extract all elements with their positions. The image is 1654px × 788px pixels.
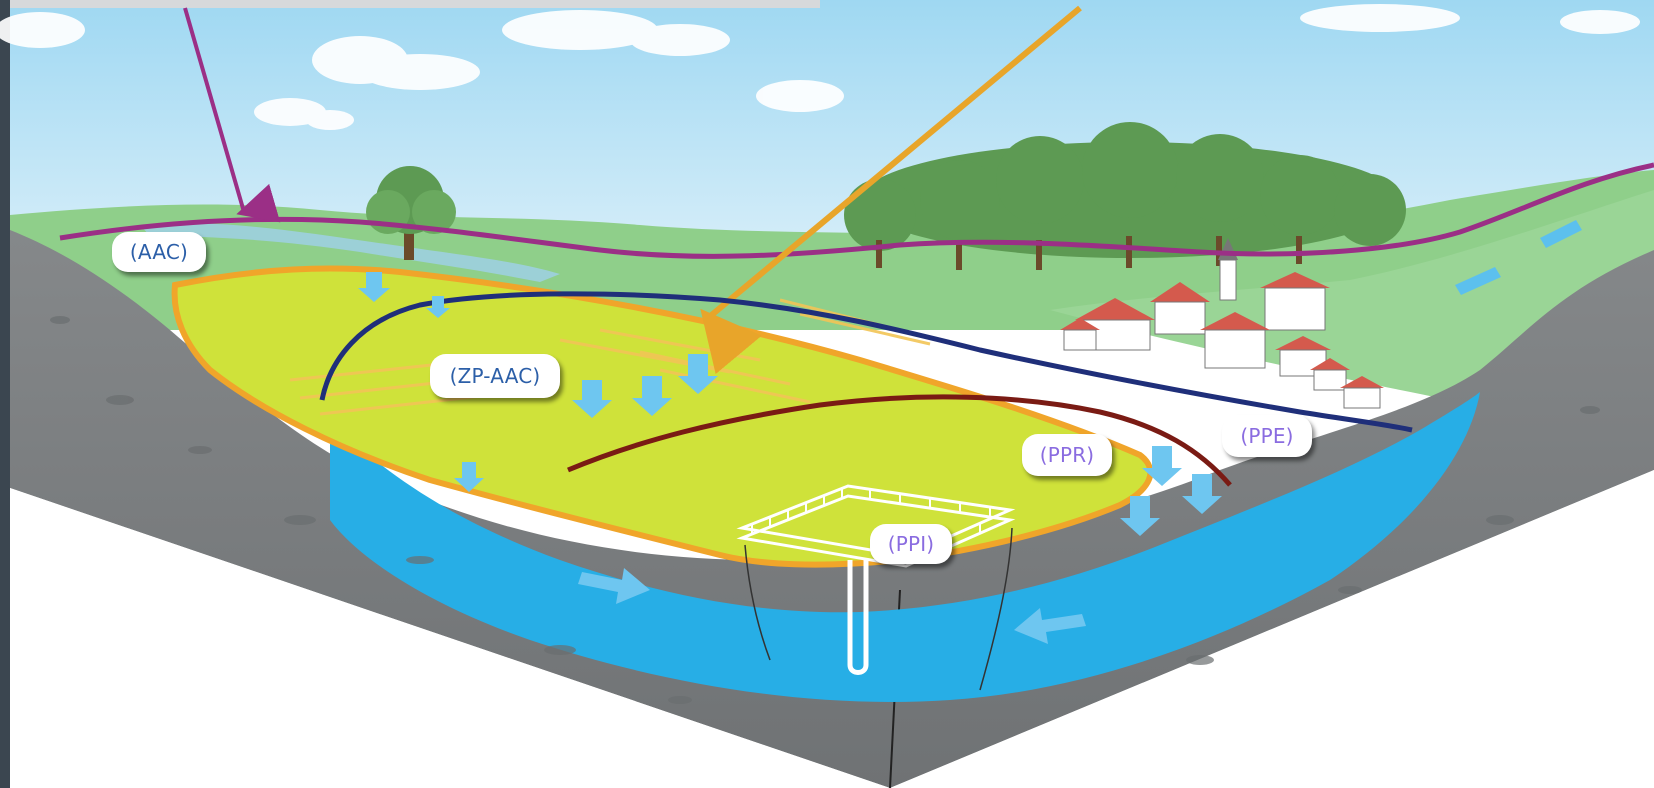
river-strip [140, 223, 560, 282]
orange-pointer-line [700, 5, 1082, 375]
label-zp-aac: (ZP-AAC) [430, 354, 560, 398]
aquifer-flow-arrows [578, 568, 1086, 644]
village [1060, 238, 1384, 409]
forest [844, 122, 1406, 258]
foreground-left-plane [10, 488, 890, 788]
label-ppr-text: (PPR) [1039, 443, 1095, 467]
well-casing [847, 560, 869, 675]
protection-perimeter-lines [744, 527, 1013, 691]
right-bank [1050, 190, 1654, 400]
aac-boundary-line [59, 162, 1654, 259]
left-edge-strip [0, 0, 10, 788]
label-ppi-text: (PPI) [887, 532, 935, 556]
label-zp-aac-text: (ZP-AAC) [449, 364, 541, 388]
top-strip [0, 0, 820, 8]
label-ppi: (PPI) [870, 524, 952, 564]
tree-left [366, 166, 456, 260]
label-ppr: (PPR) [1022, 434, 1112, 476]
label-aac: (AAC) [112, 232, 206, 272]
aquifer [330, 392, 1480, 702]
clouds [0, 4, 1640, 130]
label-ppe: (PPE) [1222, 415, 1312, 457]
aac-pointer-arrow [183, 7, 281, 223]
rock-texture [50, 316, 1600, 704]
foreground-right-plane [890, 470, 1654, 788]
infiltration-arrows [358, 272, 1222, 536]
well-enclosure [736, 484, 1016, 568]
label-ppe-text: (PPE) [1240, 424, 1294, 448]
label-aac-text: (AAC) [129, 240, 189, 264]
streams [1455, 220, 1582, 295]
ppr-boundary-line [567, 394, 1232, 487]
ppe-boundary-line [319, 291, 1413, 433]
